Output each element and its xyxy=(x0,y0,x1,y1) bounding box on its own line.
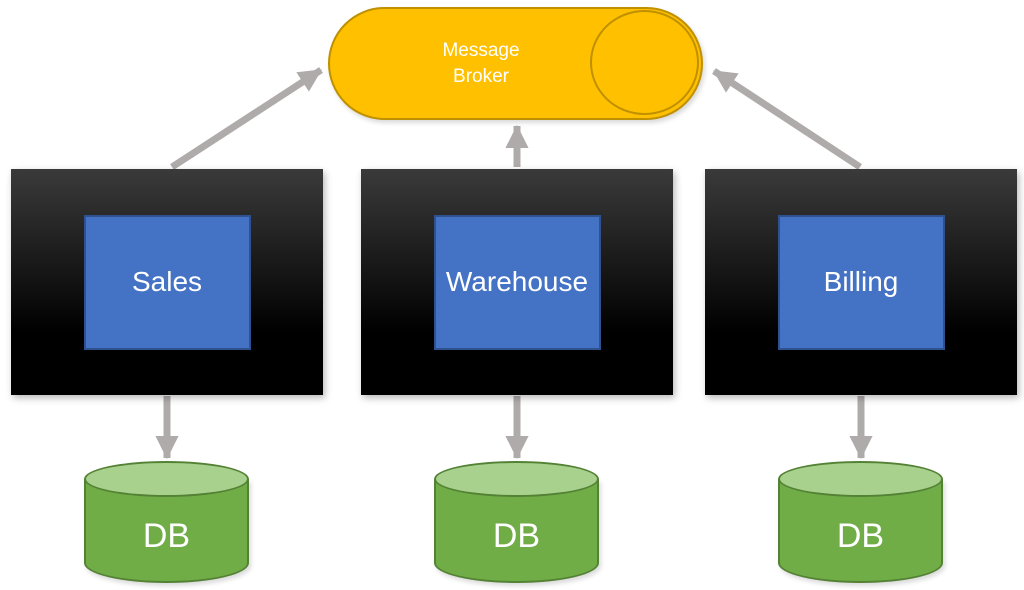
service-node-sales: Sales xyxy=(11,169,323,395)
billing-label: Billing xyxy=(823,266,899,297)
db-cylinder-top xyxy=(84,461,249,497)
arrow-billing-to-broker xyxy=(712,68,862,170)
message-broker-node: Message Broker xyxy=(328,7,703,120)
warehouse-inner-box: Warehouse xyxy=(433,214,601,350)
database-node-billing: DB xyxy=(778,461,943,583)
database-node-warehouse: DB xyxy=(434,461,599,583)
db-label: DB xyxy=(492,516,541,555)
broker-cylinder-end-cap xyxy=(590,10,699,115)
db-label: DB xyxy=(836,516,885,555)
database-node-sales: DB xyxy=(84,461,249,583)
service-node-warehouse: Warehouse xyxy=(361,169,673,395)
arrow-sales-to-broker xyxy=(170,67,323,170)
db-cylinder-top xyxy=(434,461,599,497)
db-label: DB xyxy=(142,516,191,555)
broker-label: Message Broker xyxy=(330,9,632,118)
sales-label: Sales xyxy=(131,266,203,297)
billing-inner-box: Billing xyxy=(777,214,945,350)
db-cylinder-top xyxy=(778,461,943,497)
service-node-billing: Billing xyxy=(705,169,1017,395)
broker-label-text: Message Broker xyxy=(442,39,520,87)
warehouse-label: Warehouse xyxy=(445,266,589,297)
sales-inner-box: Sales xyxy=(83,214,251,350)
